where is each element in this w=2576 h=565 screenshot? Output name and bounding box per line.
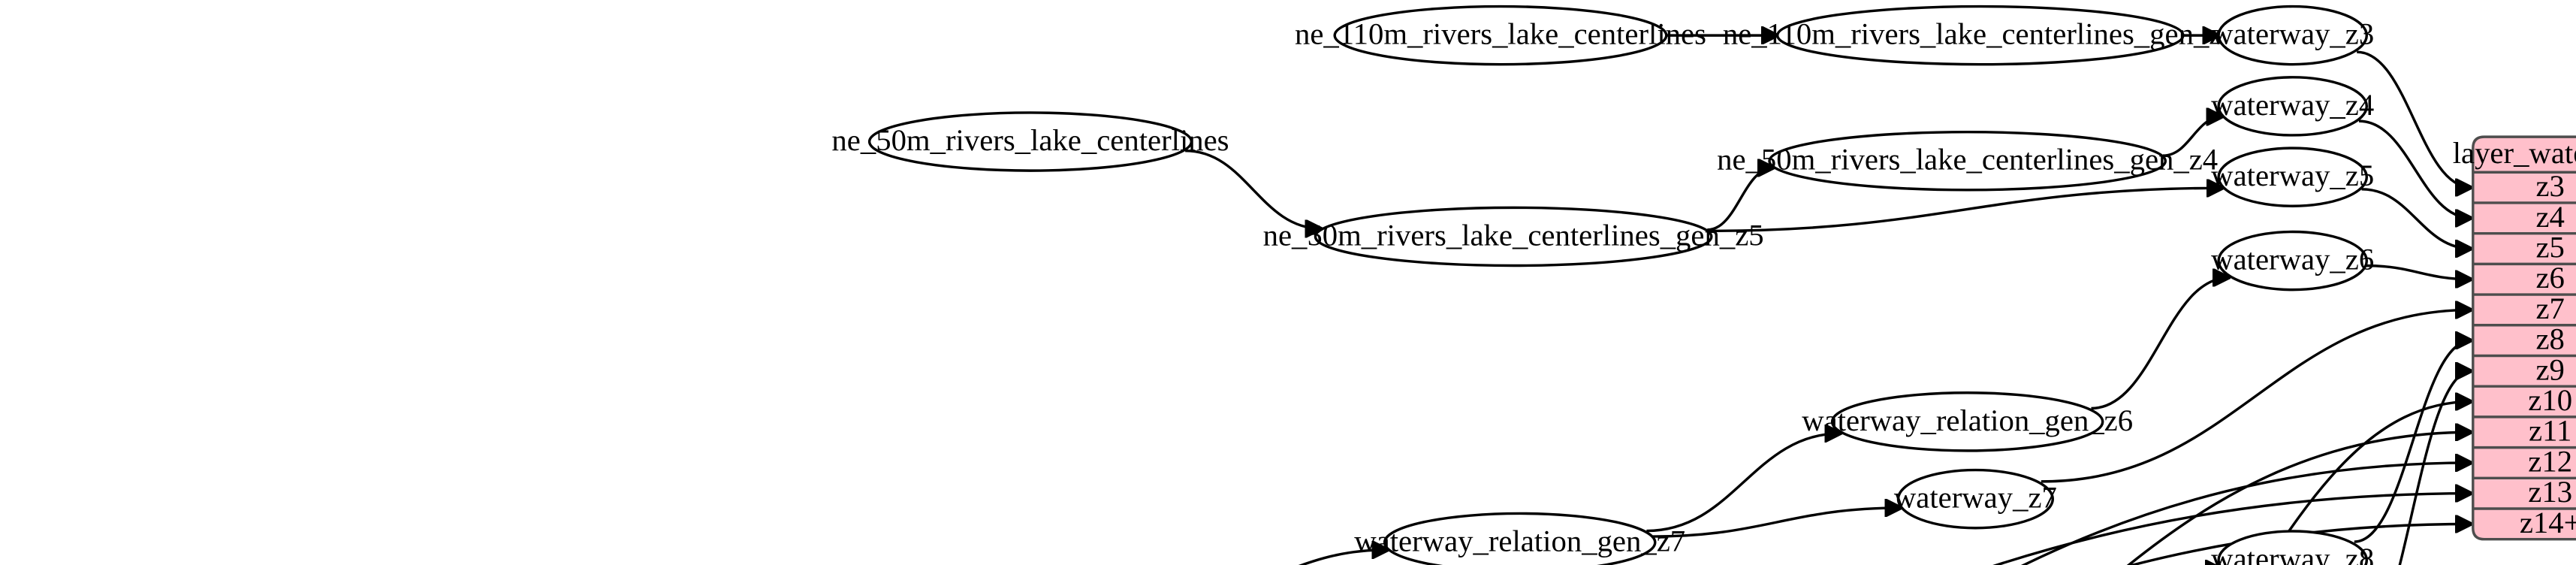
layer-waterway-box — [2472, 135, 2576, 541]
node-shape — [1383, 512, 1657, 565]
node-shape — [1314, 206, 1713, 267]
edge-waterway_relation_gen_z8-to-waterway_relation_gen_z7 — [1298, 550, 1388, 565]
node-label: waterway_z6 — [2211, 243, 2374, 276]
node-label: ne_110m_rivers_lake_centerlines — [1295, 17, 1706, 51]
table-row-z14plus[interactable]: z14+ — [2520, 506, 2576, 539]
node-label: ne_50m_rivers_lake_centerlines_gen_z5 — [1263, 218, 1764, 252]
node-ne_50m_rivers_lake_centerlines_gen_z5[interactable]: ne_50m_rivers_lake_centerlines_gen_z5 — [1263, 206, 1764, 267]
edge-waterway_z5-to-layer_waterway_z5 — [2361, 188, 2472, 249]
node-waterway_z4[interactable]: waterway_z4 — [2211, 76, 2374, 137]
node-shape — [1830, 391, 2104, 452]
node-waterway_relation_gen_z7[interactable]: waterway_relation_gen_z7 — [1354, 512, 1685, 565]
edge-ne_50m_rivers_lake_centerlines_gen_z5-to-ne_50m_rivers_lake_centerlines_gen_z4 — [1707, 168, 1773, 231]
table-row-z6[interactable]: z6 — [2535, 261, 2564, 295]
table-row-z3[interactable]: z3 — [2535, 169, 2564, 203]
node-ne_50m_rivers_lake_centerlines_gen_z4[interactable]: ne_50m_rivers_lake_centerlines_gen_z4 — [1717, 130, 2218, 192]
node-waterway_relation_gen_z6[interactable]: waterway_relation_gen_z6 — [1802, 391, 2133, 452]
table-row-z11[interactable]: z11 — [2529, 414, 2571, 448]
node-label: waterway_z5 — [2211, 159, 2374, 192]
edge-waterway_z3-to-layer_waterway_z3 — [2357, 50, 2471, 187]
edge-waterway_relation_gen_z6-to-waterway_z6 — [2091, 278, 2228, 410]
table-row-z7[interactable]: z7 — [2535, 292, 2564, 325]
edges-layer — [1185, 35, 2472, 565]
node-shape — [1896, 468, 2054, 530]
edge-waterway_z10-to-layer_waterway_z10 — [2264, 402, 2471, 565]
node-label: waterway_relation_gen_z6 — [1802, 403, 2133, 437]
node-label: waterway_z8 — [2211, 542, 2374, 565]
node-waterway_z6[interactable]: waterway_z6 — [2211, 230, 2374, 292]
node-shape — [1775, 5, 2185, 66]
node-label: waterway_relation_gen_z7 — [1354, 524, 1685, 558]
node-label: ne_50m_rivers_lake_centerlines_gen_z4 — [1717, 143, 2218, 177]
node-shape — [2217, 76, 2369, 137]
node-waterway_z8[interactable]: waterway_z8 — [2211, 530, 2374, 565]
layer-waterway-table: layer_waterwayz3z4z5z6z7z8z9z10z11z12z13… — [2453, 135, 2576, 541]
node-ne_110m_rivers_lake_centerlines[interactable]: ne_110m_rivers_lake_centerlines — [1295, 5, 1706, 66]
edge-waterway_relation_gen_z7-to-waterway_relation_gen_z6 — [1646, 434, 1841, 533]
table-row-z8[interactable]: z8 — [2535, 322, 2564, 356]
node-ne_50m_rivers_lake_centerlines[interactable]: ne_50m_rivers_lake_centerlines — [831, 111, 1229, 172]
edge-waterway_z14-to-layer_waterway_z14_ — [2128, 524, 2471, 565]
edge-waterway_z9-to-layer_waterway_z9 — [2398, 371, 2472, 565]
node-shape — [2217, 530, 2368, 565]
edge-waterway_z6-to-layer_waterway_z6 — [2366, 264, 2471, 279]
edge-waterway_relation_gen_z7-to-waterway_z7 — [1652, 508, 1901, 538]
table-row-z10[interactable]: z10 — [2528, 383, 2572, 417]
edge-waterway_z7-to-layer_waterway_z7 — [2041, 310, 2472, 483]
node-shape — [2217, 147, 2369, 207]
layer-waterway-header: layer_waterway — [2453, 136, 2576, 170]
node-label: ne_110m_rivers_lake_centerlines_gen_z3 — [1723, 17, 2238, 51]
node-waterway_z5[interactable]: waterway_z5 — [2211, 147, 2374, 207]
table-row-z4[interactable]: z4 — [2535, 200, 2564, 234]
edge-ne_50m_rivers_lake_centerlines_gen_z4-to-waterway_z4 — [2162, 116, 2222, 157]
table-row-z12[interactable]: z12 — [2528, 444, 2572, 478]
node-shape — [1333, 5, 1668, 66]
table-row-z13[interactable]: z13 — [2528, 475, 2572, 509]
node-shape — [1768, 130, 2167, 192]
node-shape — [2217, 230, 2369, 292]
edge-waterway_z4-to-layer_waterway_z4 — [2358, 119, 2472, 218]
table-row-z5[interactable]: z5 — [2535, 231, 2564, 264]
edge-waterway_z13-to-layer_waterway_z13 — [1992, 494, 2471, 565]
edge-waterway_z12-to-layer_waterway_z12 — [2021, 463, 2471, 565]
node-ne_110m_rivers_lake_centerlines_gen_z3[interactable]: ne_110m_rivers_lake_centerlines_gen_z3 — [1723, 5, 2238, 66]
node-label: waterway_z3 — [2211, 17, 2374, 51]
node-waterway_z3[interactable]: waterway_z3 — [2211, 5, 2374, 66]
node-label: waterway_z4 — [2211, 88, 2374, 122]
nodes-layer: imposm3osm_waterway_relationosm_waterway… — [831, 5, 2374, 565]
node-shape — [2217, 5, 2369, 66]
node-label: waterway_z7 — [1894, 481, 2057, 515]
edge-ne_50m_rivers_lake_centerlines_gen_z5-to-waterway_z5 — [1708, 188, 2223, 233]
edge-waterway_z8-to-layer_waterway_z8 — [2354, 340, 2472, 543]
table-row-z9[interactable]: z9 — [2535, 352, 2564, 386]
edge-waterway_z11-to-layer_waterway_z11 — [2126, 432, 2472, 565]
node-shape — [867, 111, 1193, 172]
edge-ne_50m_rivers_lake_centerlines-to-ne_50m_rivers_lake_centerlines_gen_z5 — [1185, 149, 1321, 229]
node-waterway_z7[interactable]: waterway_z7 — [1894, 468, 2057, 530]
node-label: ne_50m_rivers_lake_centerlines — [831, 123, 1229, 157]
